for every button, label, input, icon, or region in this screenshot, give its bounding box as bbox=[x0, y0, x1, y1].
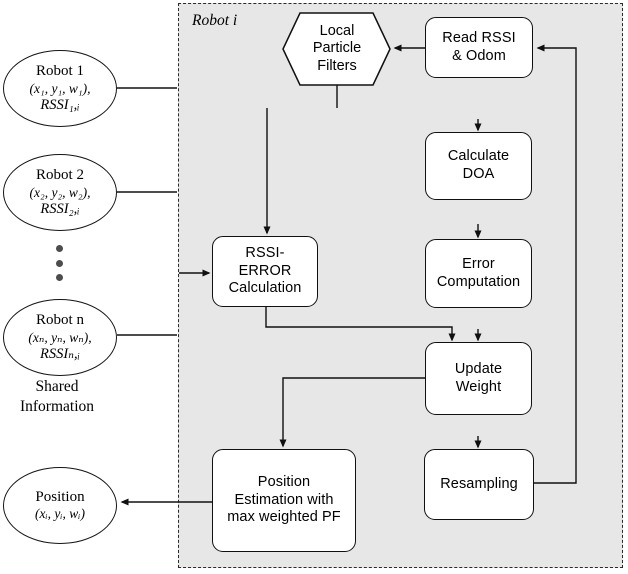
error-computation-node: Error Computation bbox=[425, 239, 532, 308]
robot-1-node: Robot 1 (x₁, y₁, w₁), RSSI₁,ᵢ bbox=[3, 50, 117, 127]
update-weight-node: Update Weight bbox=[425, 342, 532, 415]
arrow-update-to-posest bbox=[279, 377, 425, 448]
shared-information-label: Shared Information bbox=[19, 378, 95, 416]
robot-2-node: Robot 2 (x₂, y₂, w₂), RSSI₂,ᵢ bbox=[3, 154, 117, 231]
position-node: Position (xᵢ, yᵢ, wᵢ) bbox=[3, 467, 117, 544]
robot-1-rssi: RSSI₁,ᵢ bbox=[40, 96, 80, 113]
position-estimation-node: Position Estimation with max weighted PF bbox=[212, 449, 356, 552]
position-title: Position bbox=[35, 488, 85, 505]
robot-n-title: Robot n bbox=[36, 312, 84, 329]
robot-1-state: (x₁, y₁, w₁), bbox=[29, 80, 91, 96]
robot-n-state: (xₙ, yₙ, wₙ), bbox=[28, 329, 92, 345]
robot-2-state: (x₂, y₂, w₂), bbox=[29, 184, 91, 200]
robot-n-node: Robot n (xₙ, yₙ, wₙ), RSSIₙ,ᵢ bbox=[3, 299, 117, 376]
local-particle-filters-shape bbox=[282, 12, 391, 86]
robot-i-label: Robot i bbox=[192, 12, 238, 29]
ellipsis-dot bbox=[56, 260, 63, 267]
arrow-resampling-feedback bbox=[533, 44, 577, 484]
read-rssi-odom-node: Read RSSI & Odom bbox=[425, 17, 533, 78]
resampling-node: Resampling bbox=[424, 449, 534, 520]
robot-n-rssi: RSSIₙ,ᵢ bbox=[40, 345, 80, 362]
rssi-error-calculation-node: RSSI- ERROR Calculation bbox=[212, 236, 318, 307]
ellipsis-dot bbox=[56, 245, 63, 252]
calculate-doa-node: Calculate DOA bbox=[425, 132, 532, 200]
arrow-rssierror-to-update bbox=[265, 307, 456, 342]
position-state: (xᵢ, yᵢ, wᵢ) bbox=[35, 506, 85, 522]
robot-1-title: Robot 1 bbox=[36, 63, 84, 80]
ellipsis-dot bbox=[56, 274, 63, 281]
local-particle-filters-node: Local Particle Filters bbox=[312, 22, 362, 74]
robot-2-rssi: RSSI₂,ᵢ bbox=[40, 200, 80, 217]
robot-2-title: Robot 2 bbox=[36, 167, 84, 184]
